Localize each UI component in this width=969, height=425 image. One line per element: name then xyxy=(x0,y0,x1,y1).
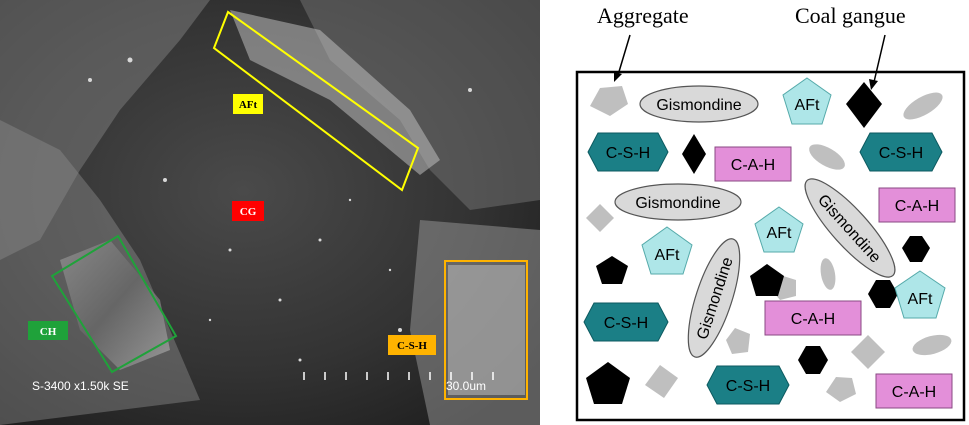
csh-highlight-box xyxy=(444,260,528,400)
coal-gangue-arrow-head xyxy=(869,79,878,90)
sem-image-panel: AFt CG CH C-S-H S-3400 x1.50k SE 30.0um xyxy=(0,0,540,425)
aft-highlight-box xyxy=(212,10,420,192)
ch-tag xyxy=(28,321,68,340)
gismondine-label: Gismondine xyxy=(656,97,741,114)
sem-ch-texture xyxy=(60,240,170,370)
cah-label: C-A-H xyxy=(892,384,936,401)
ch-tag-label: CH xyxy=(40,326,57,338)
csh-group: C-S-H C-S-H C-S-H C-S-H xyxy=(583,132,943,405)
scale-bar xyxy=(303,372,494,380)
csh-label: C-S-H xyxy=(726,378,770,395)
cah-label: C-A-H xyxy=(895,198,939,215)
cah-box xyxy=(875,373,953,409)
aggregate-particle xyxy=(826,377,856,402)
aggregate-ellipse xyxy=(809,144,845,170)
aggregate-header: Aggregate xyxy=(597,3,689,28)
aggregate-ellipse xyxy=(820,258,836,290)
csh-label: C-S-H xyxy=(879,145,923,162)
coal-gangue-header: Coal gangue xyxy=(795,3,906,28)
aft-pentagon xyxy=(754,206,804,253)
aggregate-ellipse xyxy=(903,92,943,120)
sem-specks xyxy=(88,57,472,362)
csh-hexagon xyxy=(706,365,790,405)
aft-pentagon xyxy=(782,77,832,125)
coal-gangue-shapes xyxy=(586,82,930,404)
aggregate-particle xyxy=(590,86,628,116)
sem-texture-left xyxy=(0,0,210,260)
coal-gangue-diamond xyxy=(682,134,706,174)
coal-gangue-hexagon xyxy=(868,280,898,308)
aggregate-particle xyxy=(645,365,678,398)
aggregate-arrow-head xyxy=(614,72,622,82)
csh-hexagon xyxy=(583,302,669,342)
csh-tag-label: C-S-H xyxy=(397,340,427,352)
gismondine-label: Gismondine xyxy=(635,195,720,212)
schematic-panel: Aggregate Coal gangue xyxy=(575,3,966,422)
gismondine-ellipse xyxy=(804,178,896,278)
cg-tag xyxy=(232,201,264,221)
coal-gangue-arrow-line xyxy=(873,34,886,83)
aggregate-particle xyxy=(851,335,885,369)
aft-label: AFt xyxy=(908,291,933,308)
aft-tag-label: AFt xyxy=(239,99,258,111)
csh-label: C-S-H xyxy=(604,315,648,332)
gismondine-ellipse xyxy=(687,238,741,358)
coal-gangue-diamond xyxy=(846,82,882,128)
aft-pentagon xyxy=(641,226,693,275)
coal-gangue-hexagon xyxy=(798,346,828,374)
aft-group: AFt AFt AFt AFt xyxy=(641,77,946,319)
sem-info-text: S-3400 x1.50k SE xyxy=(32,379,129,393)
cah-box xyxy=(714,146,792,182)
aft-tag xyxy=(233,94,263,114)
csh-hexagon xyxy=(587,132,669,172)
coal-gangue-pentagon xyxy=(596,256,628,284)
aggregate-shapes xyxy=(586,86,952,402)
aggregate-ellipse xyxy=(912,334,952,356)
cg-tag-label: CG xyxy=(240,206,257,218)
sem-texture-top-right xyxy=(300,0,540,210)
csh-tag xyxy=(388,335,436,355)
aggregate-particle xyxy=(726,328,750,354)
aggregate-particle xyxy=(586,204,614,232)
cah-box xyxy=(764,300,862,336)
aft-pentagon xyxy=(894,270,946,319)
aft-label: AFt xyxy=(795,97,820,114)
sem-csh-texture xyxy=(448,265,525,395)
aggregate-arrow-line xyxy=(617,34,631,76)
aft-label: AFt xyxy=(767,225,792,242)
csh-label: C-S-H xyxy=(606,145,650,162)
cah-label: C-A-H xyxy=(791,311,835,328)
coal-gangue-pentagon xyxy=(586,362,630,404)
scale-text: 30.0um xyxy=(446,379,486,393)
cah-label: C-A-H xyxy=(731,157,775,174)
cah-group: C-A-H C-A-H C-A-H C-A-H xyxy=(714,146,956,409)
gismondine-ellipse xyxy=(639,85,759,123)
aft-label: AFt xyxy=(655,247,680,264)
gismondine-ellipse xyxy=(614,183,742,221)
csh-hexagon xyxy=(859,132,943,172)
coal-gangue-pentagon xyxy=(750,264,784,296)
coal-gangue-hexagon xyxy=(902,236,930,262)
ch-highlight-box xyxy=(50,234,178,374)
cah-box xyxy=(878,187,956,223)
